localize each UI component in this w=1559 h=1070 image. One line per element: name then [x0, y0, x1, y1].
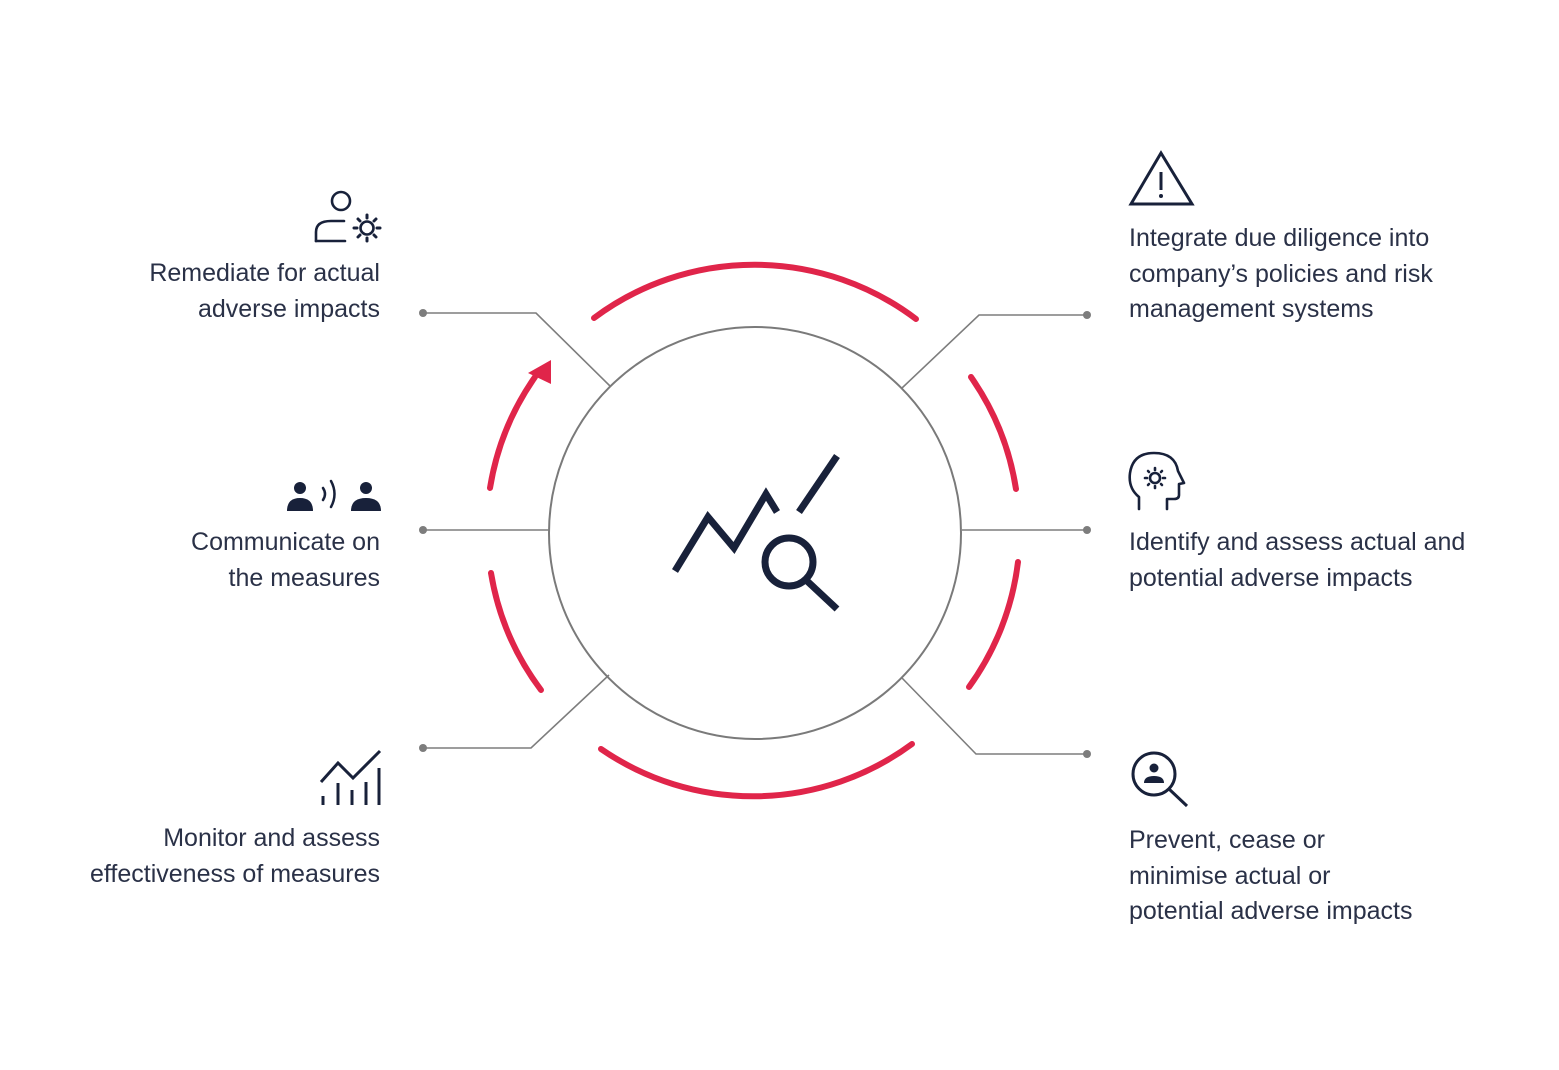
trend-bars-icon [319, 749, 382, 805]
step-label-communicate-line-1: Communicate on [191, 528, 380, 556]
step-label-identify-line-2: potential adverse impacts [1129, 563, 1413, 592]
center-circle [548, 326, 962, 740]
chart-magnifier-icon [672, 454, 840, 612]
step-label-identify-line-1: Identify and assess actual and [1129, 528, 1466, 556]
step-label-monitor-line-2: effectiveness of measures [90, 859, 380, 888]
connector-integrate [901, 314, 1087, 389]
step-label-integrate-line-2: company’s policies and risk [1129, 259, 1433, 288]
step-label-integrate: Integrate due diligence into company’s p… [1129, 221, 1433, 328]
connector-dot-communicate [419, 526, 427, 534]
step-label-remediate-line-2: adverse impacts [197, 294, 380, 323]
cycle-arc-lower-right [966, 559, 1021, 690]
cycle-arc-upper-right [968, 374, 1019, 492]
warning-triangle-icon [1128, 150, 1195, 206]
step-label-communicate-line-2: the measures [228, 563, 380, 592]
cycle-arc-bottom [598, 741, 915, 800]
connector-dot-identify [1083, 526, 1091, 534]
cycle-arrowhead [528, 360, 551, 384]
connector-dots [419, 309, 1091, 758]
connector-dot-integrate [1083, 311, 1091, 319]
people-talking-icon [287, 479, 381, 511]
step-label-prevent: Prevent, cease or minimise actual or pot… [1129, 823, 1412, 930]
step-label-integrate-line-3: management systems [1129, 295, 1374, 323]
cycle-arc-top [591, 261, 919, 322]
step-label-prevent-line-1: Prevent, cease or [1129, 826, 1325, 854]
step-label-remediate: Remediate for actual adverse impacts [149, 256, 380, 327]
connector-prevent [901, 677, 1087, 755]
connectors [423, 312, 1087, 755]
connector-monitor [423, 674, 610, 749]
head-gear-icon [1128, 451, 1186, 511]
connector-dot-remediate [419, 309, 427, 317]
step-label-prevent-line-3: potential adverse impacts [1129, 897, 1413, 925]
step-label-remediate-line-1: Remediate for actual [149, 259, 380, 287]
step-label-integrate-line-1: Integrate due diligence into [1129, 224, 1430, 252]
connector-dot-prevent [1083, 750, 1091, 758]
connector-remediate [423, 312, 611, 387]
person-gear-icon [314, 190, 382, 243]
cycle-ring [487, 261, 1021, 800]
step-label-communicate: Communicate on the measures [191, 525, 380, 596]
step-label-prevent-line-2: minimise actual or [1129, 861, 1331, 890]
person-search-icon [1131, 751, 1189, 808]
cycle-arc-upper-left [487, 374, 538, 491]
connector-dot-monitor [419, 744, 427, 752]
step-label-identify: Identify and assess actual and potential… [1129, 525, 1465, 596]
step-label-monitor-line-1: Monitor and assess [163, 824, 380, 852]
step-label-monitor: Monitor and assess effectiveness of meas… [90, 821, 380, 892]
cycle-arc-lower-left [488, 570, 544, 693]
